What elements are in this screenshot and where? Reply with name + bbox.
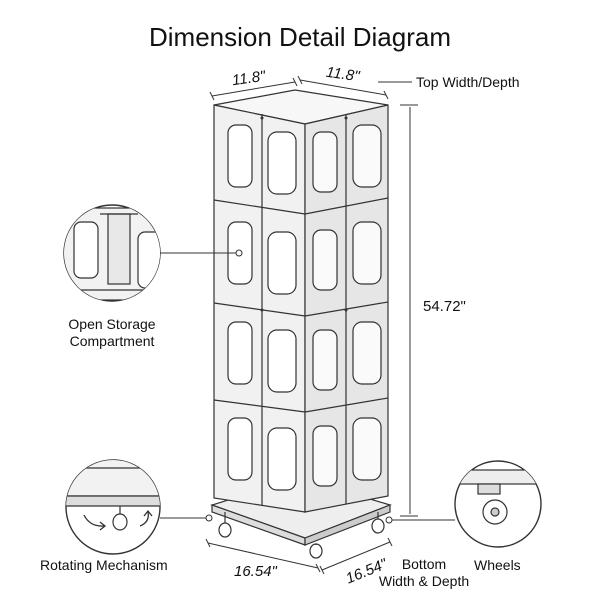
bottom-caption: Bottom Width & Depth: [374, 556, 474, 590]
storage-callout: [63, 204, 243, 302]
storage-caption: Open Storage Compartment: [52, 316, 172, 350]
rotating-callout: [65, 459, 213, 555]
rotating-caption: Rotating Mechanism: [40, 557, 168, 573]
height-label: 54.72": [423, 298, 466, 315]
wheels-callout: [385, 460, 542, 548]
caster-wheels: [218, 512, 385, 559]
rotation-arrows-icon: [83, 509, 153, 531]
bottom-caption-line2: Width & Depth: [378, 573, 470, 589]
storage-caption-line2: Compartment: [69, 333, 155, 349]
top-width-depth-caption: Top Width/Depth: [416, 74, 520, 90]
bottom-caption-line1: Bottom: [401, 556, 447, 572]
storage-caption-line1: Open Storage: [68, 316, 156, 332]
wheels-caption: Wheels: [474, 557, 521, 573]
dimension-lines: [205, 75, 418, 575]
bottom-width-label: 16.54": [234, 563, 277, 580]
page-title: Dimension Detail Diagram: [149, 22, 451, 52]
